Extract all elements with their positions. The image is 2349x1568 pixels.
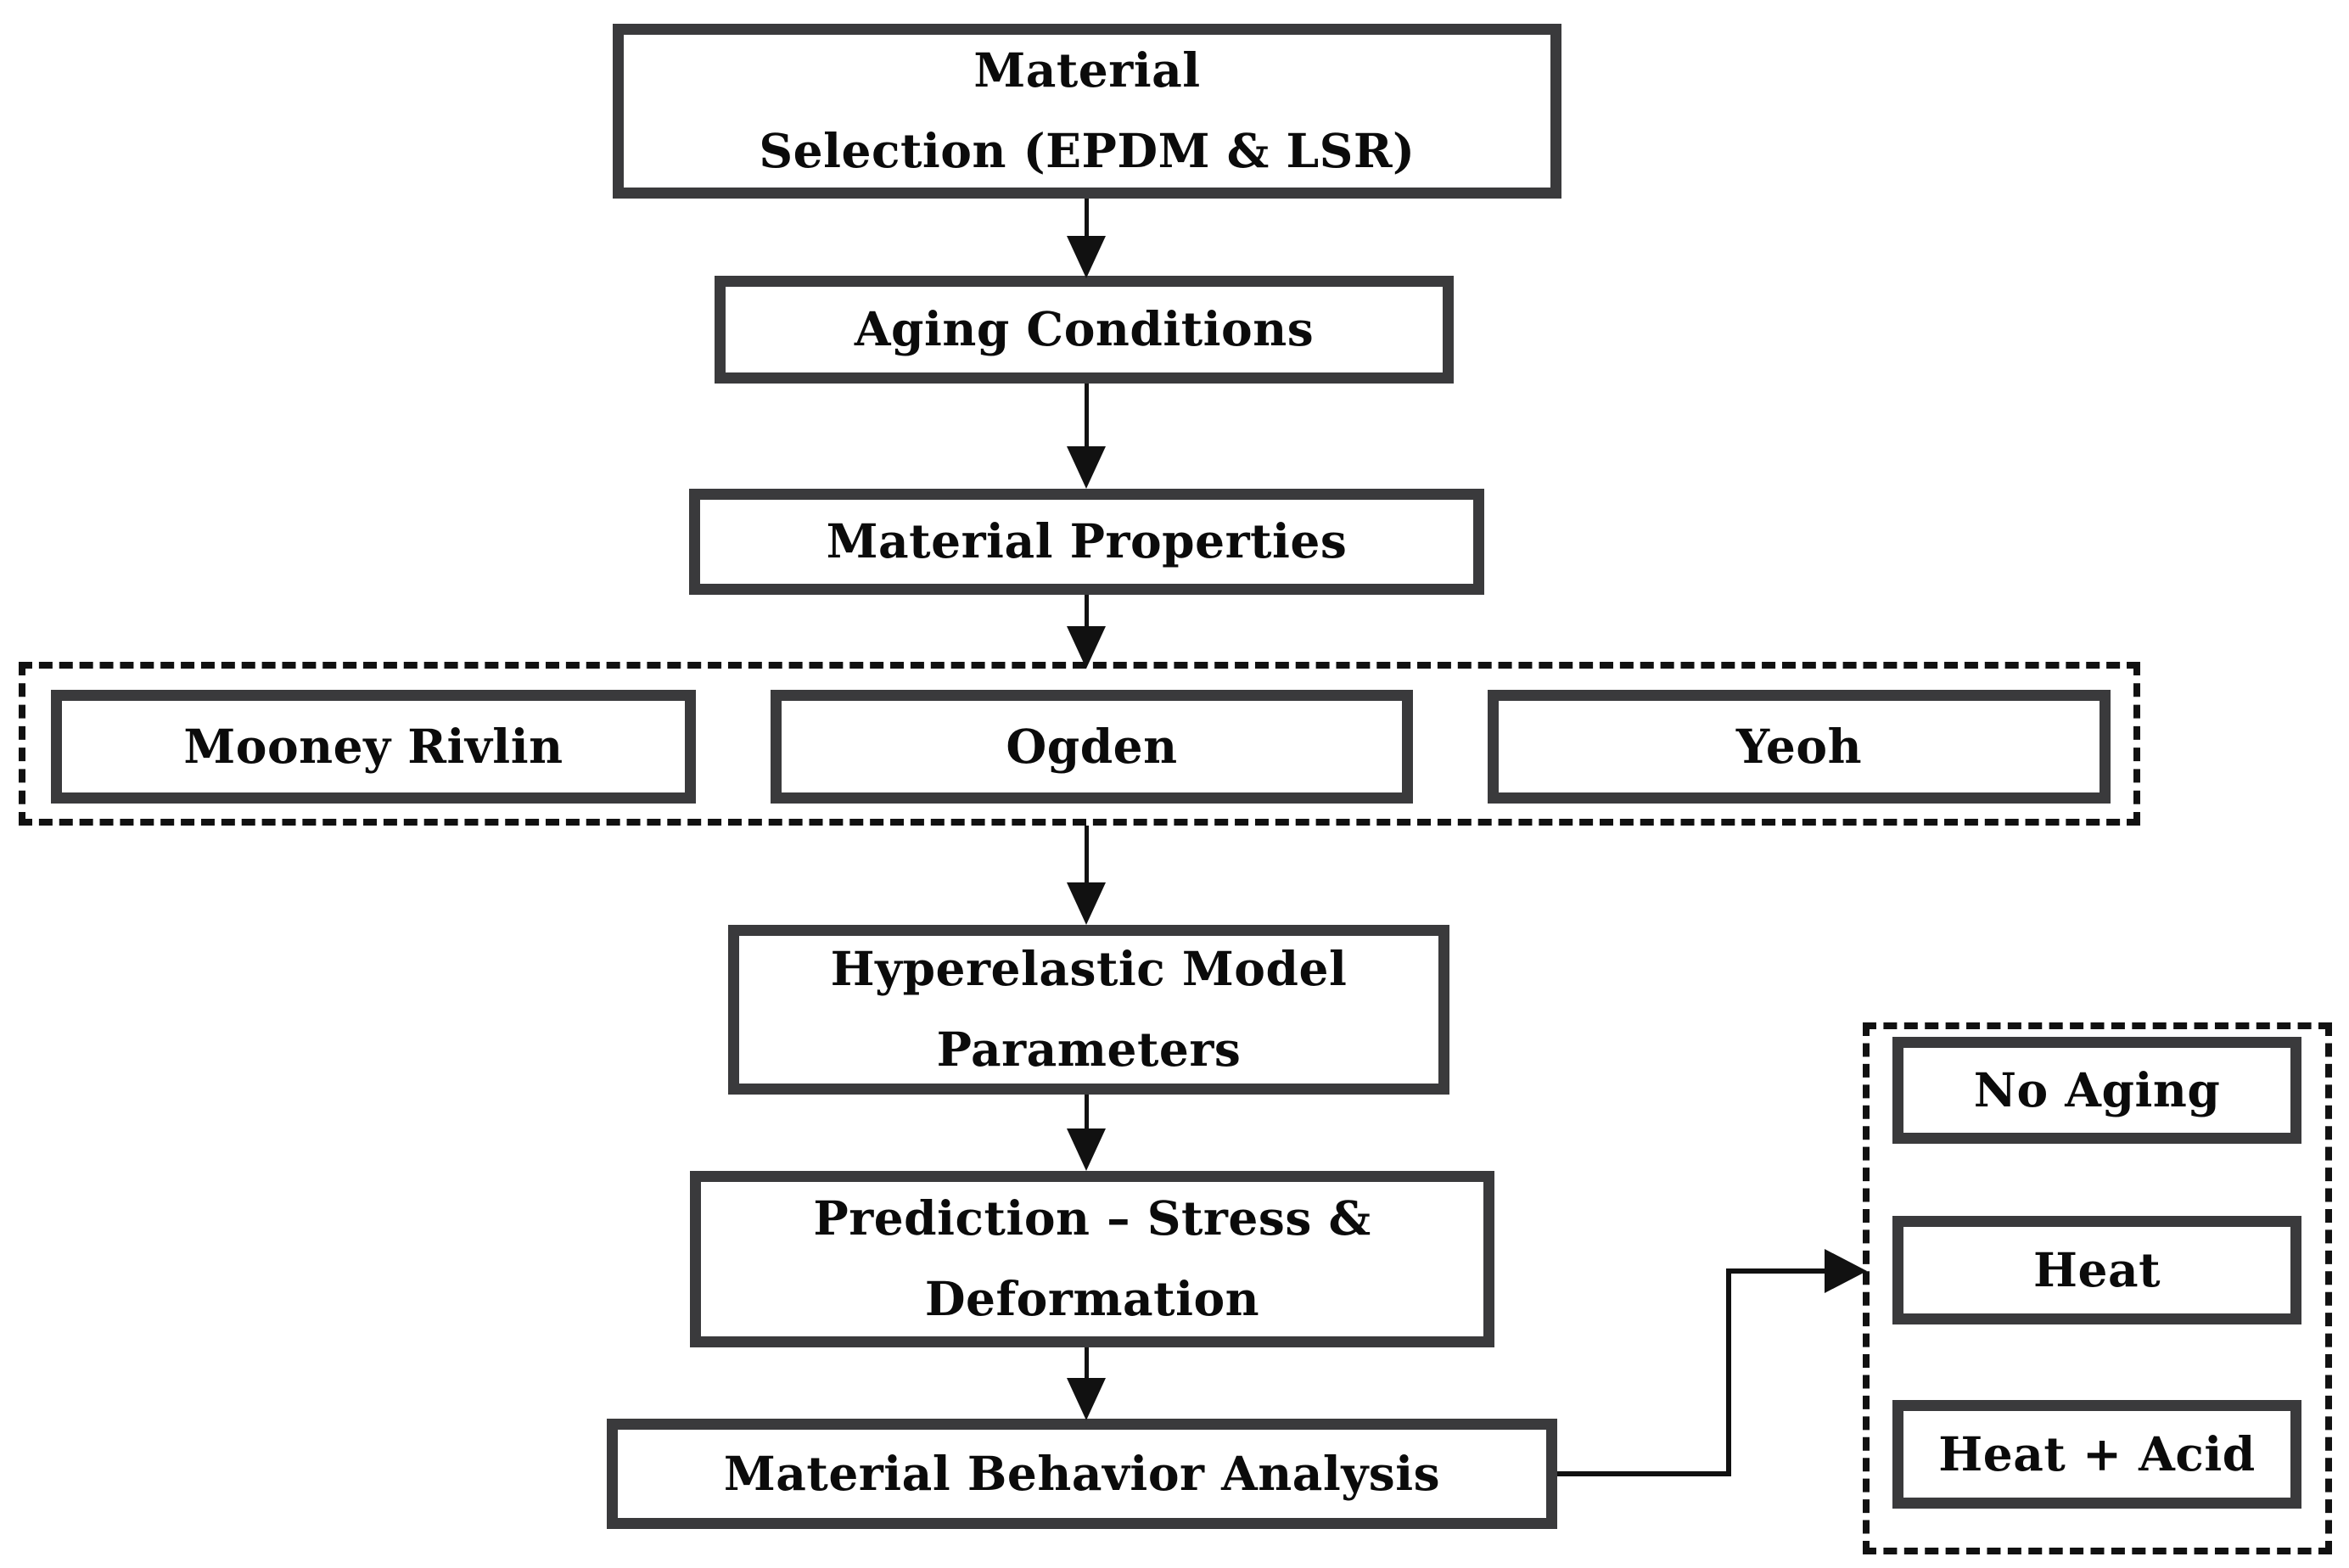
elbow-segment-vertical: [1726, 1268, 1731, 1476]
node-material-properties: Material Properties: [689, 489, 1484, 595]
right-arrow-icon: [1825, 1249, 1867, 1293]
down-arrow-icon: [1067, 882, 1106, 925]
node-material-selection: Material Selection (EPDM & LSR): [613, 24, 1561, 199]
down-arrow-icon: [1067, 236, 1106, 278]
node-heat-label: Heat: [2032, 1241, 2161, 1297]
node-heat-acid: Heat + Acid: [1892, 1400, 2301, 1509]
node-heat: Heat: [1892, 1216, 2301, 1324]
node-ogden-label: Ogden: [1006, 718, 1178, 774]
node-ogden: Ogden: [771, 690, 1413, 804]
node-hyperelastic-line1: Hyperelastic Model: [830, 941, 1348, 997]
node-hyperelastic-line2: Parameters: [936, 1022, 1242, 1077]
node-material-behavior-analysis-label: Material Behavior Analysis: [723, 1445, 1441, 1501]
node-prediction-line1: Prediction – Stress &: [813, 1190, 1371, 1246]
arrow-line: [1085, 199, 1089, 239]
down-arrow-icon: [1067, 446, 1106, 489]
node-material-properties-label: Material Properties: [826, 513, 1348, 569]
node-aging-conditions-label: Aging Conditions: [854, 301, 1315, 357]
node-yeoh-label: Yeoh: [1735, 718, 1863, 774]
node-no-aging-label: No Aging: [1973, 1061, 2221, 1117]
node-aging-conditions: Aging Conditions: [715, 276, 1454, 384]
down-arrow-icon: [1067, 1378, 1106, 1420]
node-yeoh: Yeoh: [1488, 690, 2111, 804]
node-hyperelastic-model-parameters: Hyperelastic Model Parameters: [728, 925, 1449, 1095]
arrow-line: [1085, 1347, 1089, 1381]
node-mooney-rivlin-label: Mooney Rivlin: [183, 718, 563, 774]
node-material-selection-line1: Material: [973, 42, 1201, 98]
node-prediction-stress-deformation: Prediction – Stress & Deformation: [690, 1171, 1494, 1347]
elbow-segment-horizontal-upper: [1726, 1268, 1826, 1274]
down-arrow-icon: [1067, 1128, 1106, 1171]
arrow-line: [1085, 384, 1089, 450]
elbow-segment-horizontal-lower: [1557, 1471, 1731, 1476]
node-heat-acid-label: Heat + Acid: [1938, 1425, 2256, 1481]
node-mooney-rivlin: Mooney Rivlin: [51, 690, 696, 804]
node-no-aging: No Aging: [1892, 1037, 2301, 1144]
arrow-line: [1085, 1095, 1089, 1134]
arrow-line: [1085, 826, 1089, 887]
node-prediction-line2: Deformation: [924, 1271, 1260, 1326]
arrow-line: [1085, 595, 1089, 630]
node-material-behavior-analysis: Material Behavior Analysis: [607, 1419, 1557, 1529]
down-arrow-icon: [1067, 626, 1106, 669]
node-material-selection-line2: Selection (EPDM & LSR): [759, 123, 1416, 178]
